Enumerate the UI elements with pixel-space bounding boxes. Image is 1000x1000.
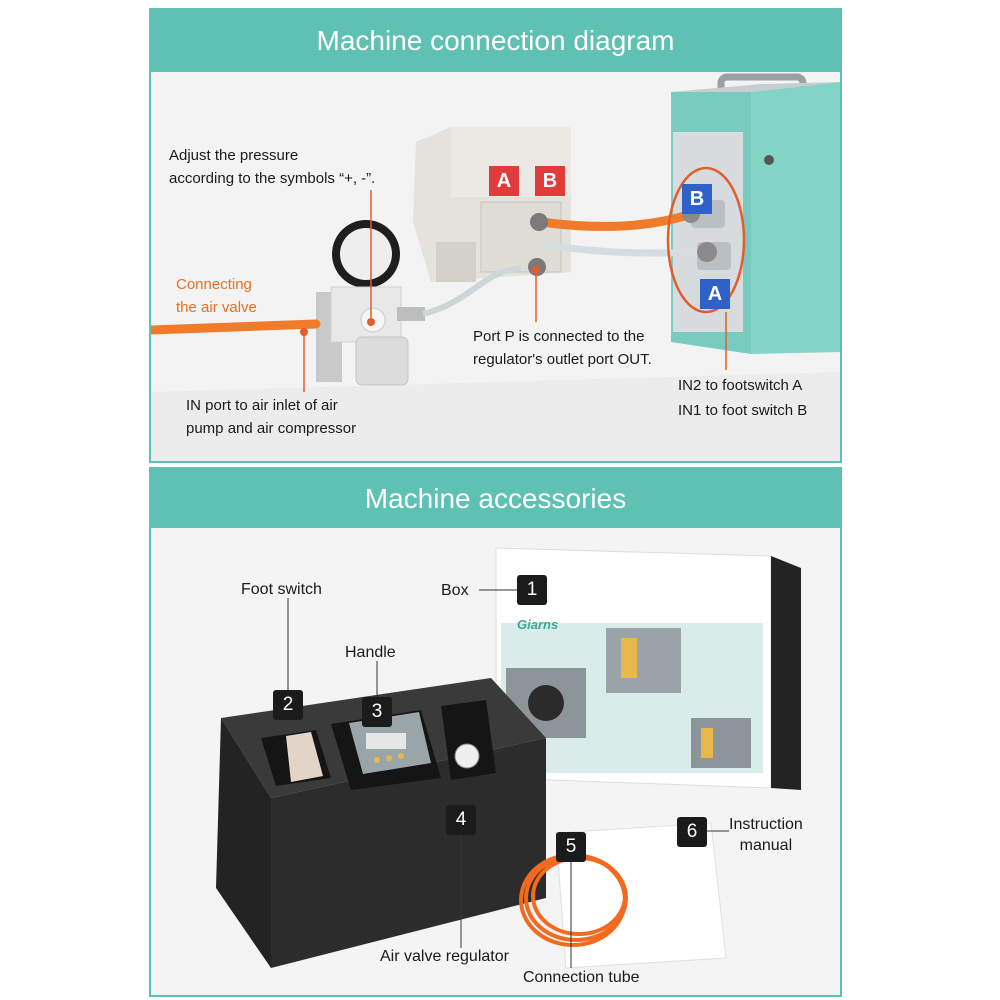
foam-tray xyxy=(216,678,546,968)
machine-port-a-badge: A xyxy=(700,279,730,309)
box-label: Box xyxy=(441,582,469,599)
brand-logo: Giarns xyxy=(517,617,559,632)
footswitch-port-a-badge: A xyxy=(489,166,519,196)
accessories-title: Machine accessories xyxy=(364,483,627,514)
accessories-panel: Machine accessories xyxy=(149,467,842,997)
highlight-ellipse xyxy=(666,166,746,314)
accessories-banner: Machine accessories xyxy=(151,469,840,528)
item-number-3: 3 xyxy=(362,697,392,727)
connecting-air-valve-label: Connecting the air valve xyxy=(176,276,257,316)
connection-illustration xyxy=(151,72,840,461)
item-number-1: 1 xyxy=(517,575,547,605)
connection-scene: Adjust the pressure according to the sym… xyxy=(151,72,840,461)
connection-title: Machine connection diagram xyxy=(316,25,675,56)
footswitch-valve xyxy=(413,127,571,282)
product-box xyxy=(495,547,801,790)
handle-label: Handle xyxy=(345,644,396,661)
connection-banner: Machine connection diagram xyxy=(151,10,840,72)
instruction-manual-label: Instruction manual xyxy=(729,816,803,854)
in-port-label: IN port to air inlet of air pump and air… xyxy=(186,397,357,437)
in2-label: IN2 to footswitch A xyxy=(678,377,803,394)
machine-port-b-badge: B xyxy=(682,184,712,214)
connection-panel: Machine connection diagram xyxy=(149,8,842,463)
item-number-4: 4 xyxy=(446,805,476,835)
item-number-6: 6 xyxy=(677,817,707,847)
item-number-5: 5 xyxy=(556,832,586,862)
adjust-pressure-label: Adjust the pressure according to the sym… xyxy=(169,147,376,187)
accessories-scene: Box 1 Foot switch 2 Handle 3 4 Air valve… xyxy=(151,528,840,995)
connection-tube-label: Connection tube xyxy=(523,969,640,986)
in1-label: IN1 to foot switch B xyxy=(678,402,808,419)
port-p-label: Port P is connected to the regulator's o… xyxy=(473,328,652,368)
item-number-2: 2 xyxy=(273,690,303,720)
air-valve-regulator-label: Air valve regulator xyxy=(380,948,509,965)
accessories-illustration xyxy=(151,528,840,995)
regulator xyxy=(316,220,425,386)
foot-switch-label: Foot switch xyxy=(241,581,322,598)
footswitch-port-b-badge: B xyxy=(535,166,565,196)
